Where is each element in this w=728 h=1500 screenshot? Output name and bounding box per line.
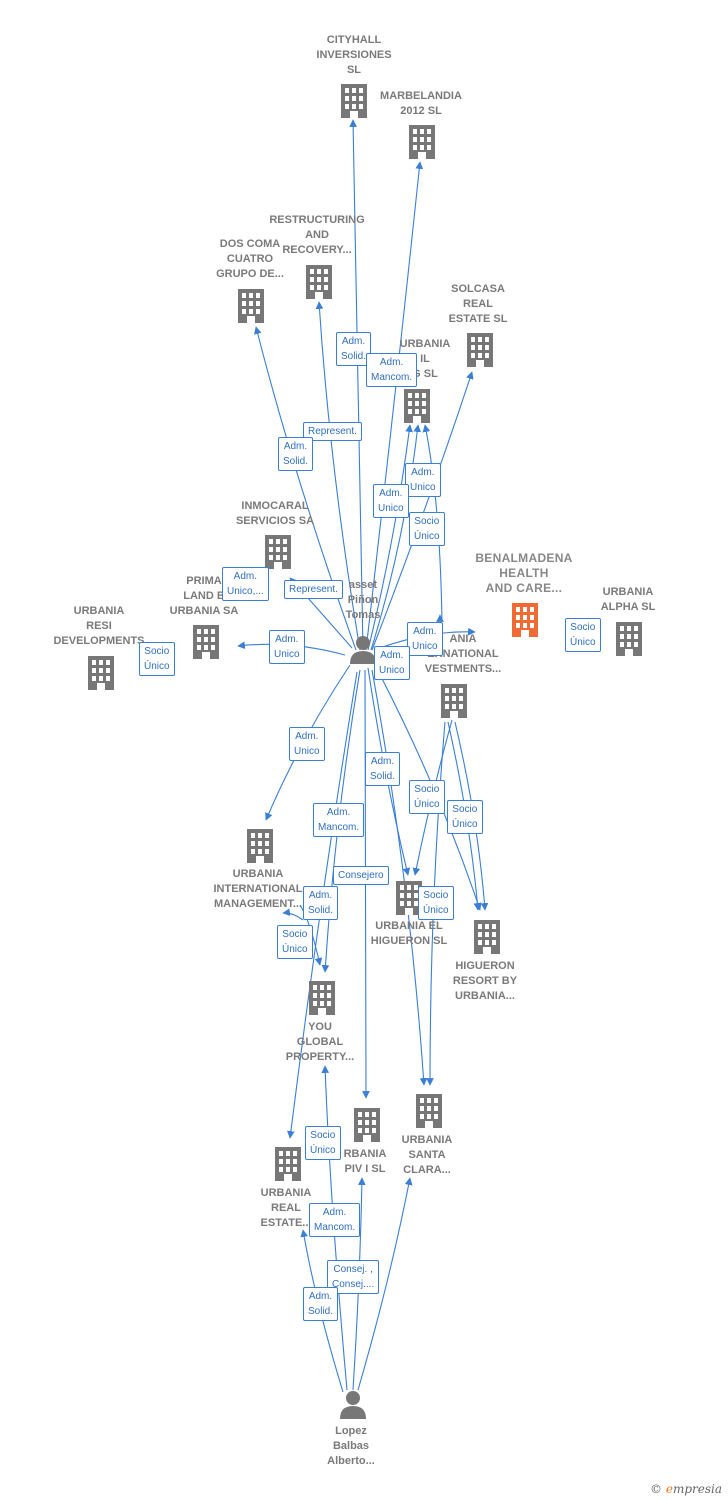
building-icon-alpha — [616, 622, 642, 656]
building-icon-doscoma — [238, 289, 264, 323]
edge-label-10[interactable]: Adm. Unico — [269, 630, 305, 664]
company-label-benalmadena[interactable]: BENALMADENA HEALTH AND CARE... — [475, 551, 573, 595]
company-label-higresort[interactable]: HIGUERON RESORT BY URBANIA... — [452, 960, 518, 1002]
edge-label-27[interactable]: Adm. Solid. — [303, 1287, 339, 1321]
person-label-tomas[interactable]: asset Piñon Tomas — [345, 579, 381, 621]
building-icon-santaclara — [416, 1094, 442, 1128]
company-label-youglobal[interactable]: YOU GLOBAL PROPERTY... — [285, 1021, 355, 1063]
company-label-resi[interactable]: URBANIA RESI DEVELOPMENTS — [53, 605, 145, 647]
building-icon-primaland — [193, 625, 219, 659]
edge-label-16[interactable]: Adm. Solid. — [365, 752, 401, 786]
edge-tomas-urbaniail-a — [367, 424, 413, 651]
edge-label-5[interactable]: Adm. Unico — [405, 463, 441, 497]
edge-label-11[interactable]: Socio Único — [139, 642, 175, 676]
person-icon-lopez — [340, 1391, 366, 1419]
edge-label-19[interactable]: Adm. Mancom. — [313, 803, 365, 837]
edge-label-8[interactable]: Adm. Unico,... — [222, 567, 269, 601]
edge-tomas-marbelandia — [365, 161, 424, 651]
copyright-symbol: © — [650, 1482, 662, 1496]
edge-tomas-cityhall — [349, 119, 364, 651]
company-label-doscoma[interactable]: DOS COMA CUATRO GRUPO DE... — [216, 238, 284, 280]
edge-label-17[interactable]: Socio Único — [409, 780, 445, 814]
edge-label-14[interactable]: Socio Único — [565, 618, 601, 652]
company-label-solcasa[interactable]: SOLCASA REAL ESTATE SL — [448, 283, 508, 325]
edge-intinvest-urbaniail — [422, 424, 443, 623]
brand-logo-e: e — [665, 1482, 673, 1496]
company-label-santaclara[interactable]: URBANIA SANTA CLARA... — [401, 1134, 453, 1176]
edge-label-18[interactable]: Socio Único — [447, 800, 483, 834]
building-icon-marbelandia — [409, 125, 435, 159]
company-label-restructuring[interactable]: RESTRUCTURING AND RECOVERY... — [269, 214, 365, 256]
edge-label-24[interactable]: Socio Único — [305, 1126, 341, 1160]
building-icon-resi — [88, 656, 114, 690]
edge-tomas-urbaniail-b — [370, 424, 422, 651]
edge-label-3[interactable]: Represent. — [303, 422, 362, 441]
edge-label-1[interactable]: Adm. Solid. — [336, 332, 372, 366]
building-icon-inmocaral — [265, 535, 291, 569]
building-icon-youglobal — [309, 981, 335, 1015]
company-label-intinvest[interactable]: ANIA ERNATIONAL VESTMENTS... — [424, 633, 502, 675]
edge-label-2[interactable]: Adm. Mancom. — [366, 353, 418, 387]
footer-brand[interactable]: © empresia — [650, 1482, 722, 1496]
edge-tomas-solcasa — [371, 371, 474, 651]
edge-lopez-santaclara — [357, 1177, 413, 1391]
edge-label-21[interactable]: Adm. Solid. — [303, 886, 339, 920]
building-icon-intinvest — [441, 684, 467, 718]
edge-label-12[interactable]: Adm. Unico — [407, 622, 443, 656]
edge-label-26[interactable]: Consej. , Consej.... — [327, 1260, 380, 1294]
edge-label-9[interactable]: Represent. — [284, 580, 343, 599]
edge-tomas-santaclara — [371, 669, 428, 1086]
edge-label-20[interactable]: Consejero — [333, 866, 389, 885]
edge-youglobal-intmgmt — [282, 908, 304, 921]
edge-label-22[interactable]: Socio Único — [418, 886, 454, 920]
company-label-primaland[interactable]: PRIMA LAND B URBANIA SA — [169, 575, 239, 617]
company-label-cityhall[interactable]: CITYHALL INVERSIONES SL — [316, 34, 392, 76]
building-icon-higresort — [474, 920, 500, 954]
building-icon-intmgmt — [247, 829, 273, 863]
edge-label-25[interactable]: Adm. Mancom. — [309, 1203, 361, 1237]
brand-logo-text: mpresia — [672, 1482, 722, 1496]
company-label-realestate[interactable]: URBANIA REAL ESTATE... — [260, 1187, 312, 1229]
edge-label-7[interactable]: Socio Único — [409, 512, 445, 546]
edge-tomas-restructuring — [315, 301, 361, 651]
edge-tomas-doscoma — [253, 326, 357, 651]
company-label-marbelandia[interactable]: MARBELANDIA 2012 SL — [380, 90, 462, 117]
building-icon-urbaniail — [404, 389, 430, 423]
edge-label-15[interactable]: Adm. Unico — [289, 727, 325, 761]
company-label-piv[interactable]: RBANIA PIV I SL — [343, 1148, 387, 1175]
person-label-lopez[interactable]: Lopez Balbas Alberto... — [327, 1425, 375, 1467]
edge-label-13[interactable]: Adm. Unico — [374, 646, 410, 680]
edge-label-4[interactable]: Adm. Solid. — [278, 437, 314, 471]
company-label-intmgmt[interactable]: URBANIA INTERNATIONAL MANAGEMENT... — [213, 868, 303, 910]
company-label-alpha[interactable]: URBANIA ALPHA SL — [600, 586, 656, 613]
building-icon-realestate — [275, 1147, 301, 1181]
company-label-inmocaral[interactable]: INMOCARAL SERVICIOS SA — [235, 500, 315, 527]
edge-label-6[interactable]: Adm. Unico — [373, 484, 409, 518]
company-label-higueron[interactable]: URBANIA EL HIGUERON SL — [370, 920, 448, 947]
edge-label-23[interactable]: Socio Único — [277, 925, 313, 959]
